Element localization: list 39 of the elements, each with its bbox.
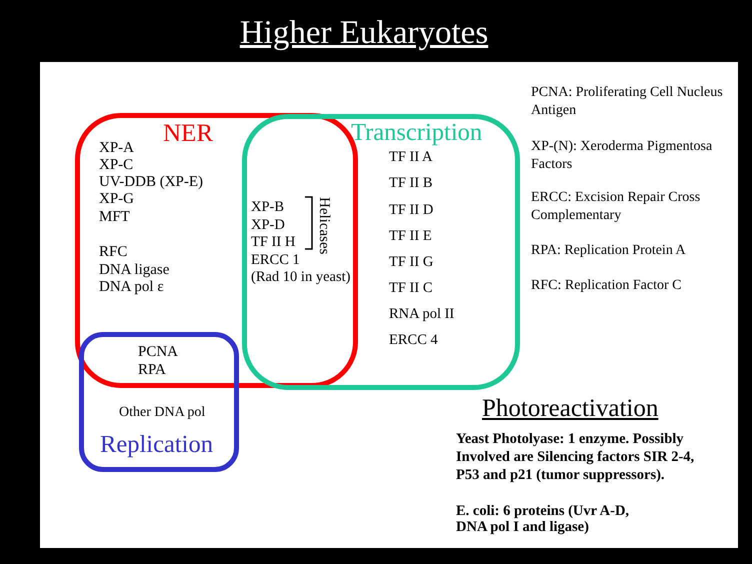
glossary-entry: ERCC: Excision Repair Cross Complementary [531,188,702,226]
region-title: Transcription [351,119,482,147]
slide-title: Higher Eukaryotes [240,14,488,52]
factor-name: TF II E [389,228,432,244]
glossary-entry: RPA: Replication Protein A [531,242,687,260]
factor-name: XP-D [251,216,285,234]
bracket-label: Helicases [317,197,331,254]
factor-name: RNA pol II [389,306,454,322]
factor-name: XP-B [251,198,284,216]
factor-name: TF II D [389,202,434,218]
factor-name: TF II C [389,280,432,296]
region-title: NER [163,118,213,148]
factor-name: XP-C [99,156,134,174]
factor-name: TF II A [389,148,432,166]
section-heading: Photoreactivation [482,394,658,422]
factor-name: MFT [99,208,130,226]
factor-name: ERCC 1 [251,252,300,268]
glossary-entry: PCNA: Proliferating Cell Nucleus Antigen [531,84,724,120]
factor-name: UV-DDB (XP-E) [99,174,204,190]
factor-name: XP-G [99,190,134,208]
factor-name: RPA [138,362,166,378]
factor-name: Other DNA pol [119,405,206,421]
factor-name: TF II G [389,254,434,270]
factor-name: DNA pol ε [99,278,164,296]
note-paragraph: Yeast Photolyase: 1 enzyme. Possibly Involved are Silencing factors SIR 2-4, P53 and p21 (tumor suppressors). [456,430,696,484]
glossary-entry: XP-(N): Xeroderma Pigmentosa Factors [531,138,714,174]
factor-name: ERCC 4 [389,332,438,348]
factor-name: DNA ligase [99,262,170,278]
factor-name: XP-A [99,140,134,156]
venn-region [79,332,239,472]
note-paragraph: E. coli: 6 proteins (Uvr A-D, DNA pol I and ligase) [456,502,630,536]
factor-name: PCNA [138,344,178,360]
factor-name: TF II H [251,234,296,250]
factor-name: TF II B [389,174,432,192]
factor-name: RFC [99,244,128,260]
venn-region [242,114,520,390]
glossary-entry: RFC: Replication Factor C [531,276,682,295]
region-title: Replication [100,431,213,459]
factor-name: (Rad 10 in yeast) [251,268,350,286]
